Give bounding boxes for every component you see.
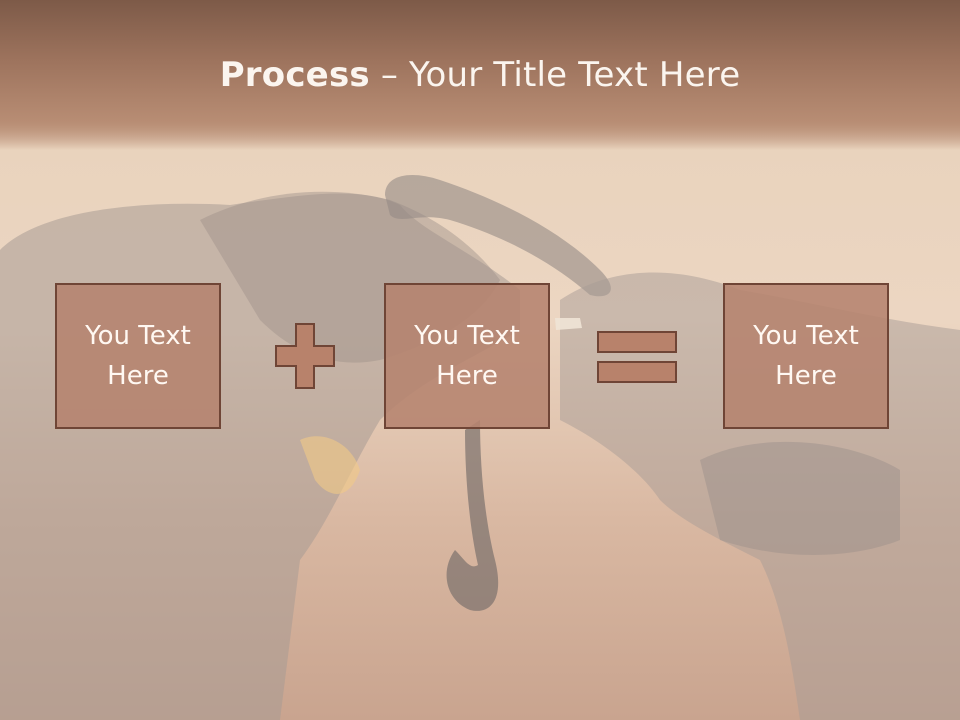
tusk bbox=[555, 318, 582, 330]
slide-title[interactable]: Process – Your Title Text Here bbox=[0, 52, 960, 98]
equals-icon bbox=[597, 331, 677, 383]
title-rest-part: – Your Title Text Here bbox=[369, 55, 741, 95]
right-elephant-ear bbox=[700, 441, 900, 555]
title-bold-part: Process bbox=[219, 55, 370, 95]
process-box-2[interactable]: You Text Here bbox=[384, 283, 550, 429]
process-box-1[interactable]: You Text Here bbox=[55, 283, 221, 429]
process-box-2-label: You Text Here bbox=[414, 321, 520, 391]
process-box-3[interactable]: You Text Here bbox=[723, 283, 889, 429]
plus-icon bbox=[275, 323, 335, 389]
process-box-3-label: You Text Here bbox=[753, 321, 859, 391]
raised-trunk bbox=[385, 175, 611, 297]
title-bar bbox=[0, 0, 960, 150]
hanging-trunk bbox=[446, 420, 499, 611]
tusk-glow bbox=[300, 436, 360, 494]
process-box-1-label: You Text Here bbox=[85, 321, 191, 391]
